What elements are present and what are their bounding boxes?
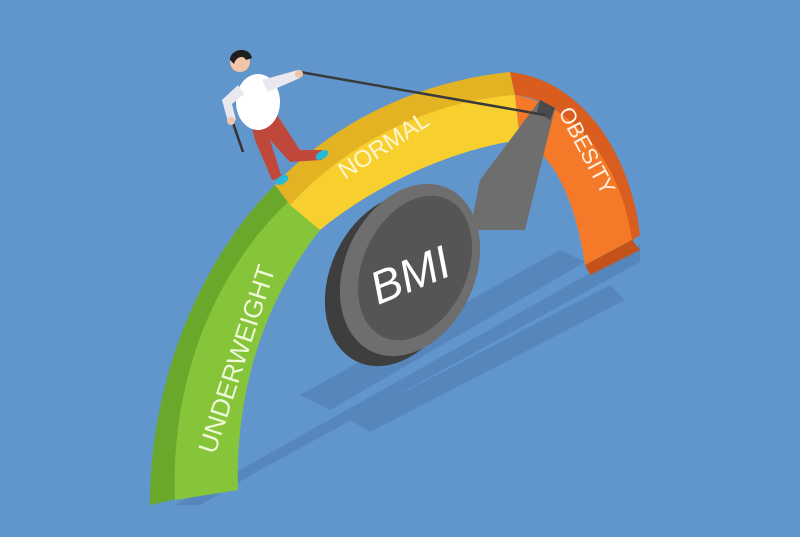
gauge-segment-underweight [150,185,320,505]
rope [299,70,546,117]
person-pulling-rope [222,49,329,185]
bmi-dial: BMI [324,100,555,367]
gauge-segment-normal [275,72,520,230]
